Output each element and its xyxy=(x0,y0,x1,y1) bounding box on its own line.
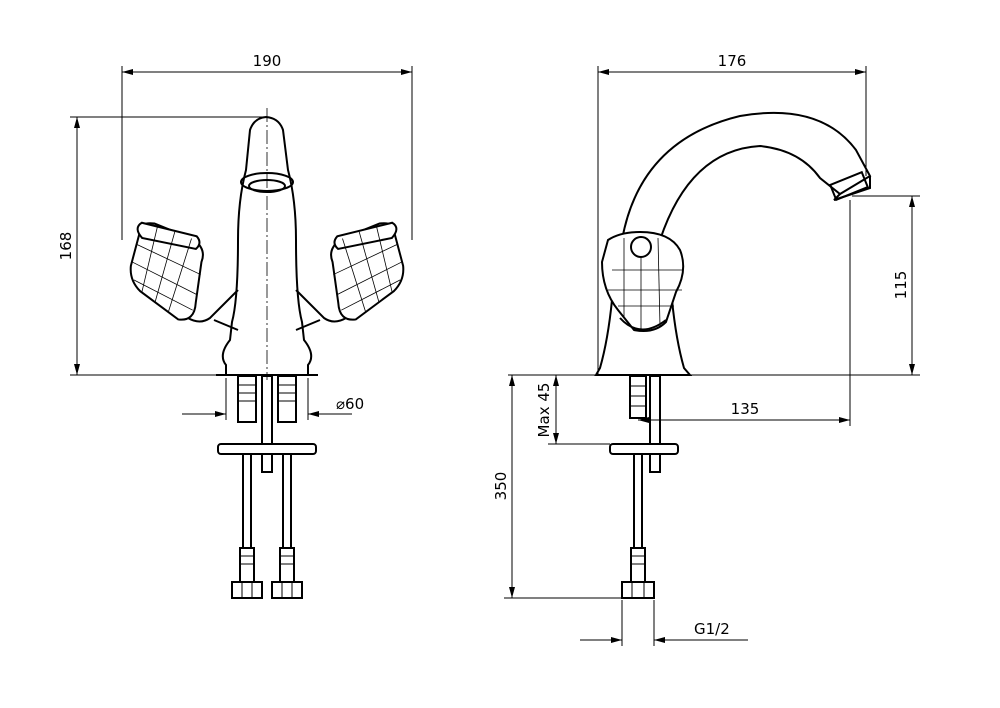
dim-max-deck: Max 45 xyxy=(535,383,553,438)
front-hoses xyxy=(217,375,317,599)
left-handle xyxy=(129,221,204,321)
front-body xyxy=(221,115,313,376)
right-handle xyxy=(330,221,405,321)
side-view: 176 115 135 Max 45 350 G1/2 xyxy=(492,52,920,646)
side-hoses xyxy=(609,375,679,599)
dim-width-side: 176 xyxy=(718,52,747,70)
dim-hose-length: 350 xyxy=(492,472,510,501)
dim-height-front: 168 xyxy=(57,232,75,261)
dim-base-diameter: ⌀60 xyxy=(336,395,364,413)
dim-spout-reach: 135 xyxy=(731,400,760,418)
dim-spout-height: 115 xyxy=(892,271,910,300)
dim-width-front: 190 xyxy=(253,52,282,70)
dim-thread: G1/2 xyxy=(694,620,730,638)
side-spout xyxy=(621,111,872,241)
front-view: 190 168 ⌀60 xyxy=(57,52,413,599)
side-handle xyxy=(600,230,685,332)
